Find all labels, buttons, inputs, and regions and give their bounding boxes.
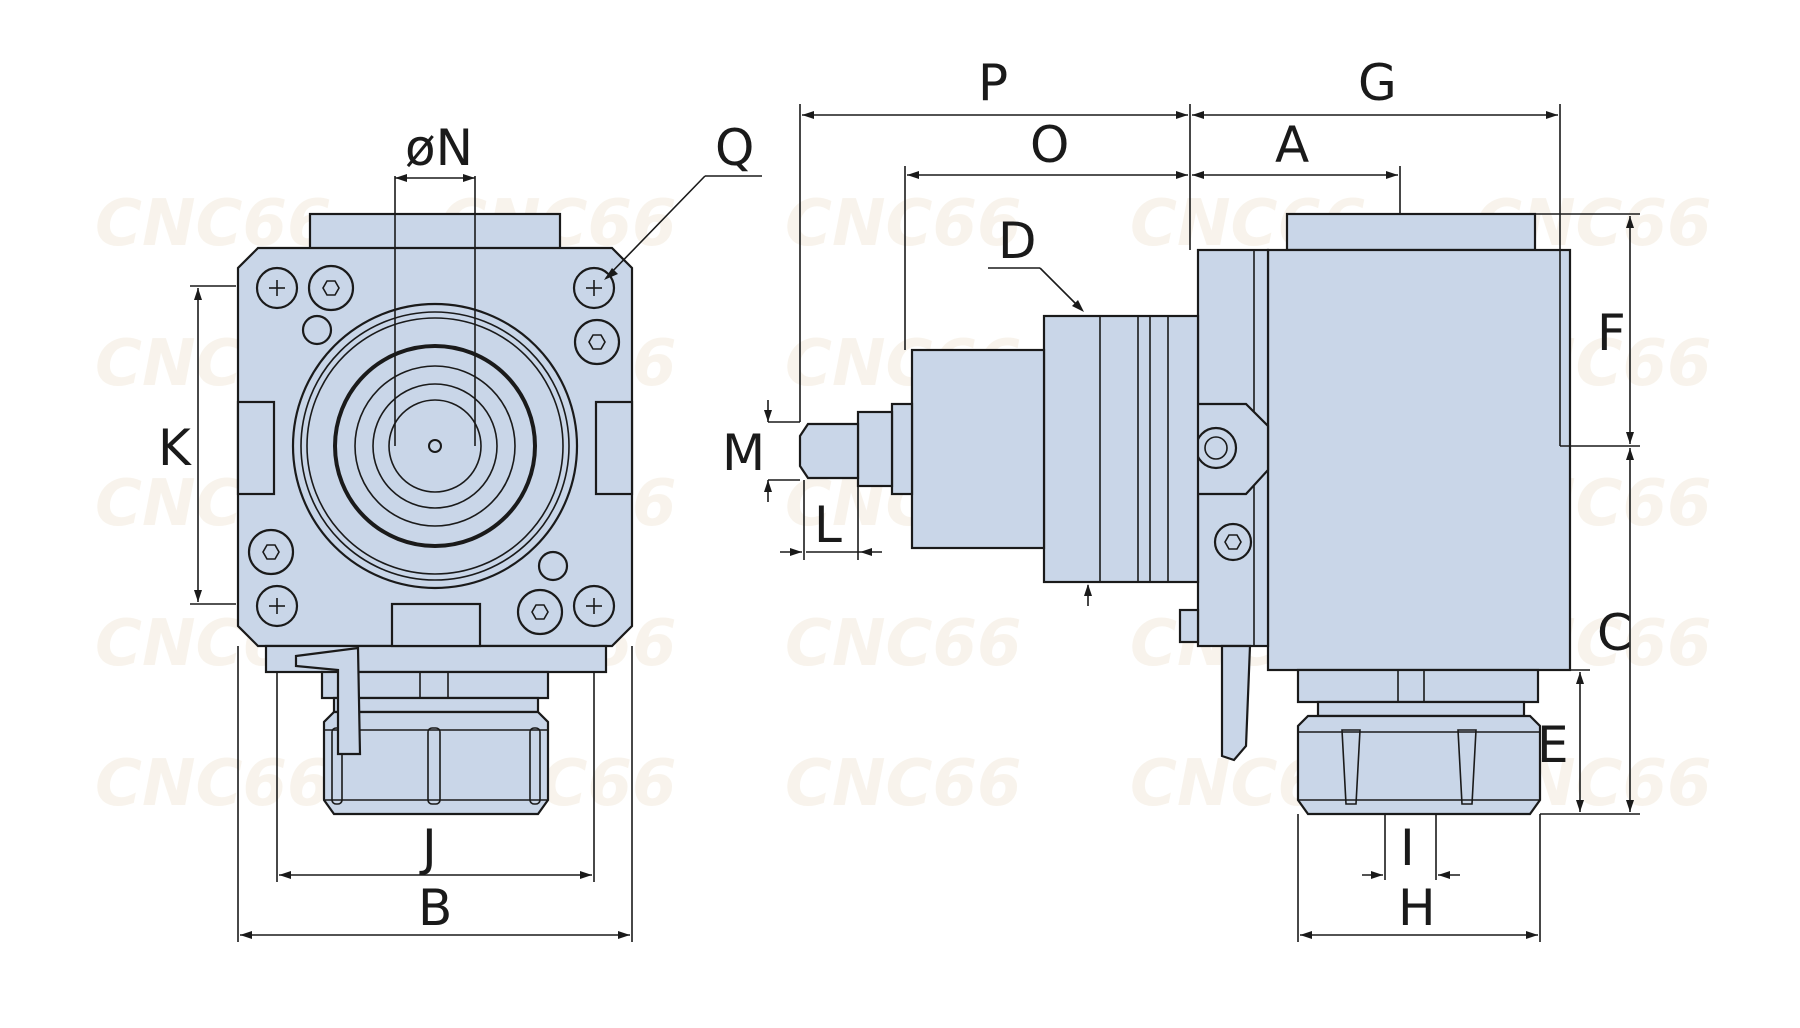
dim-label-K: K (158, 419, 192, 477)
side-view (798, 212, 1572, 816)
front-hex-screw-4 (516, 588, 564, 636)
side-shaft-neck (856, 410, 894, 488)
dim-label-O: O (1030, 116, 1069, 174)
front-neck-ring (332, 696, 540, 714)
watermark-text: CNC66 (785, 747, 1022, 821)
front-screw-bottom-left (255, 584, 299, 628)
front-hex-screw-3 (247, 528, 295, 576)
front-screw-top-left (255, 266, 299, 310)
front-hex-screw-1 (307, 264, 355, 312)
dim-label-N: øN (405, 119, 473, 177)
front-bottom-block (390, 602, 482, 648)
front-coolant-pin (294, 646, 362, 756)
front-screw-bottom-right (572, 584, 616, 628)
side-hex-screw (1213, 522, 1253, 562)
dim-label-F: F (1597, 304, 1626, 362)
front-screw-top-right (572, 266, 616, 310)
dim-label-B: B (418, 879, 452, 937)
watermark-text: CNC66 (785, 607, 1022, 681)
front-pin-hole-2 (537, 550, 569, 582)
dim-label-I: I (1400, 819, 1415, 877)
front-collet-nut (322, 710, 550, 816)
side-small-shaft (890, 402, 914, 496)
dim-label-P: P (978, 54, 1008, 112)
front-dimensions: øN Q K J B (158, 119, 762, 942)
front-spindle-face (333, 344, 537, 548)
dim-label-D: D (998, 212, 1037, 270)
side-clamp-screw (1194, 426, 1238, 470)
dim-label-A: A (1275, 116, 1309, 174)
dim-label-J: J (419, 819, 437, 877)
side-coolant-pin (1220, 644, 1252, 762)
dim-label-L: L (814, 496, 842, 554)
dim-label-G: G (1358, 54, 1397, 112)
side-top-key (1285, 212, 1537, 252)
side-neck-ring (1316, 700, 1526, 718)
side-shaft-tip (798, 422, 860, 480)
dim-label-Q: Q (715, 119, 754, 177)
watermark-text: CNC66 (95, 747, 332, 821)
front-top-key (308, 212, 562, 252)
front-left-slot (236, 400, 276, 496)
side-peg (1178, 608, 1200, 644)
front-hex-screw-2 (573, 318, 621, 366)
side-collet-nut (1296, 714, 1542, 816)
front-view (236, 212, 634, 816)
side-bottom-neck (1296, 668, 1540, 704)
dim-label-H: H (1398, 879, 1436, 937)
front-right-slot (594, 400, 634, 496)
side-spindle-ring (1042, 314, 1200, 584)
dim-label-E: E (1537, 716, 1569, 774)
dim-label-M: M (722, 424, 765, 482)
watermark-text: CNC66 (785, 187, 1022, 261)
dim-label-C: C (1597, 604, 1632, 662)
front-center-hole (428, 439, 442, 453)
front-pin-hole-1 (301, 314, 333, 346)
side-dimensions: P G O A D F C (722, 54, 1640, 942)
side-main-housing (1266, 248, 1572, 672)
side-shaft (910, 348, 1046, 550)
